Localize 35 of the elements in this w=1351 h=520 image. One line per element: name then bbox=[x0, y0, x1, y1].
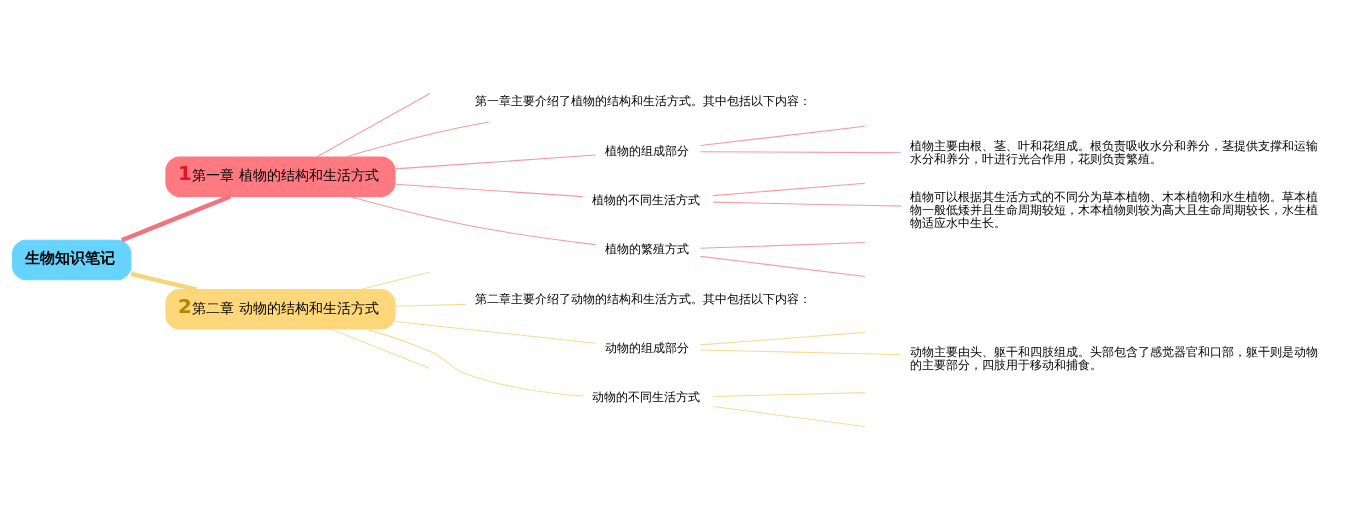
connector bbox=[345, 121, 490, 158]
connector bbox=[699, 125, 866, 147]
connector bbox=[348, 195, 597, 246]
node-text: 动物的不同生活方式 bbox=[592, 390, 701, 405]
connector bbox=[712, 405, 866, 428]
connector bbox=[130, 271, 198, 292]
node-box: 生物知识笔记 bbox=[12, 239, 132, 281]
node-text: 动物的组成部分 bbox=[604, 340, 689, 355]
node-box: 2第二章 动物的结构和生活方式 bbox=[165, 289, 396, 330]
connector bbox=[699, 349, 902, 356]
connector bbox=[365, 328, 584, 397]
connector bbox=[120, 194, 232, 243]
connector bbox=[712, 182, 866, 197]
connector bbox=[394, 303, 467, 307]
connector bbox=[394, 183, 584, 198]
connector bbox=[316, 92, 431, 158]
node-text: 植物可以根据其生活方式的不同分为草本植物、木本植物和水生植物。草本植物一般低矮并且生命周期较短，木本植物则较为高大且生命周期较长，水生植物适应水中生长。 bbox=[910, 189, 1318, 230]
node-text: 第一章主要介绍了植物的结构和生活方式。其中包括以下内容： bbox=[474, 94, 811, 109]
connector bbox=[699, 151, 902, 154]
connector bbox=[394, 154, 597, 170]
connector bbox=[712, 392, 866, 397]
connector bbox=[394, 321, 597, 344]
connector bbox=[699, 255, 866, 277]
node-text: 动物主要由头、躯干和四肢组成。头部包含了感觉器官和口部，躯干则是动物的主要部分，四肢用于移动和捕食。 bbox=[910, 345, 1318, 373]
node-text: 植物主要由根、茎、叶和花组成。根负责吸收水分和养分，茎提供支撑和运输水分和养分，叶进行光合作用，花则负责繁殖。 bbox=[910, 139, 1318, 167]
connector bbox=[330, 328, 431, 369]
node-text: 植物的繁殖方式 bbox=[604, 242, 689, 257]
node-text: 植物的不同生活方式 bbox=[592, 192, 701, 207]
node-box: 1第一章 植物的结构和生活方式 bbox=[165, 156, 396, 197]
connector bbox=[712, 201, 902, 207]
connector bbox=[699, 331, 866, 346]
node-text: 第二章主要介绍了动物的结构和生活方式。其中包括以下内容： bbox=[474, 291, 811, 306]
node-text: 植物的组成部分 bbox=[604, 143, 689, 158]
connector bbox=[699, 241, 866, 249]
connector bbox=[360, 271, 431, 291]
